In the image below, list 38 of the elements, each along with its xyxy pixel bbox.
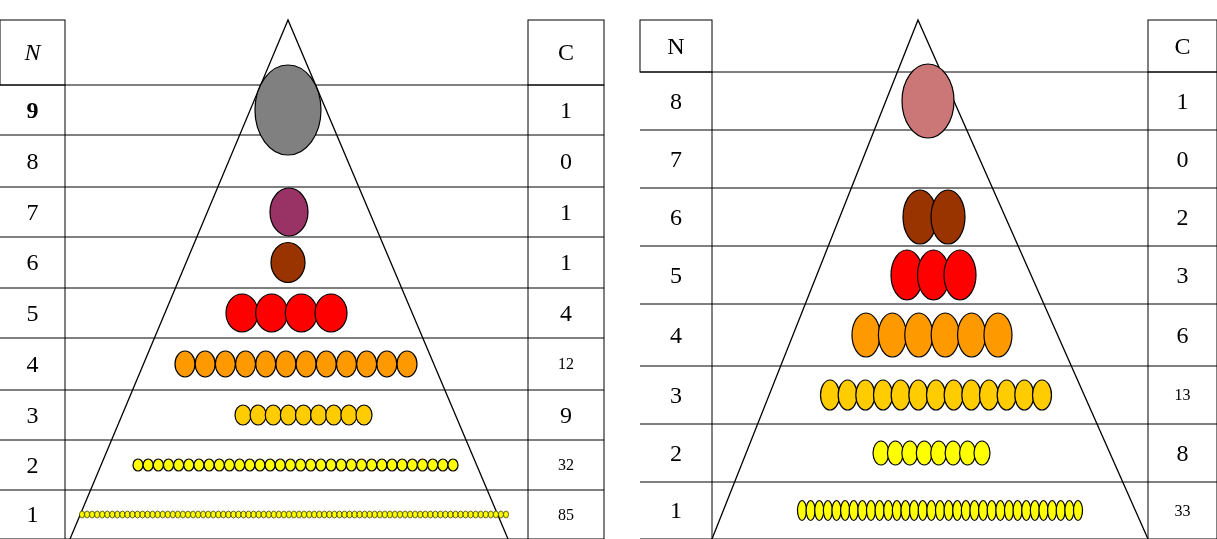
row-number: 7 bbox=[25, 197, 40, 227]
row-number: 4 bbox=[25, 349, 40, 379]
row-number: 8 bbox=[669, 86, 683, 116]
column-header: N bbox=[23, 38, 43, 67]
row-number: 1 bbox=[25, 500, 40, 529]
count-value: 3 bbox=[1175, 260, 1190, 290]
count-value: 1 bbox=[559, 197, 573, 227]
row-number: 5 bbox=[669, 260, 683, 290]
count-value: 0 bbox=[1175, 144, 1190, 174]
count-value: 1 bbox=[559, 248, 573, 277]
row-number: 8 bbox=[25, 146, 40, 176]
count-value: 9 bbox=[559, 400, 573, 430]
count-value: 1 bbox=[1175, 86, 1190, 116]
row-number: 9 bbox=[25, 95, 40, 125]
count-value: 4 bbox=[559, 298, 573, 328]
row-number: 2 bbox=[669, 438, 683, 468]
column-header: C bbox=[1173, 31, 1192, 61]
count-value: 33 bbox=[1173, 500, 1192, 521]
column-header: N bbox=[666, 31, 686, 61]
count-value: 85 bbox=[557, 504, 575, 525]
count-value: 32 bbox=[557, 455, 575, 475]
count-value: 6 bbox=[1175, 320, 1190, 350]
row-number: 3 bbox=[25, 400, 40, 430]
row-number: 6 bbox=[25, 248, 40, 277]
row-number: 4 bbox=[669, 320, 683, 350]
count-value: 2 bbox=[1175, 202, 1190, 232]
count-value: 1 bbox=[559, 95, 573, 125]
row-number: 3 bbox=[669, 380, 683, 410]
row-number: 5 bbox=[25, 298, 40, 328]
count-value: 12 bbox=[557, 354, 575, 374]
count-value: 13 bbox=[1173, 385, 1192, 405]
count-value: 8 bbox=[1175, 438, 1190, 468]
column-header: C bbox=[557, 38, 575, 67]
count-value: 0 bbox=[559, 146, 573, 176]
row-number: 6 bbox=[669, 202, 683, 232]
row-number: 7 bbox=[669, 144, 683, 174]
row-number: 1 bbox=[669, 496, 683, 525]
row-number: 2 bbox=[25, 450, 40, 480]
